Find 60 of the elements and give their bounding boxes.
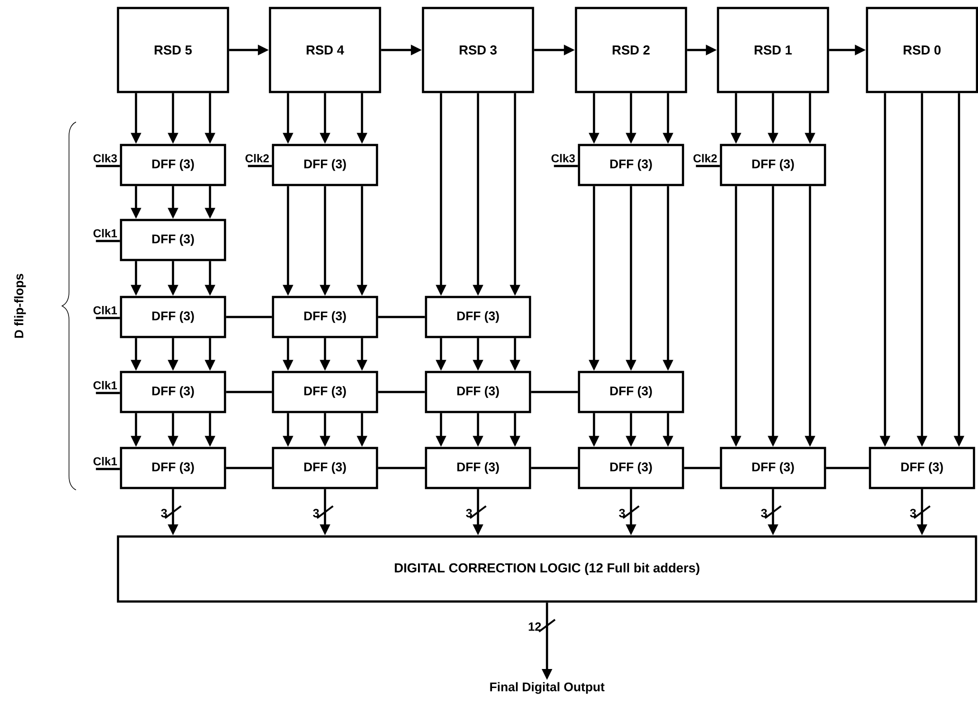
flip-flop-box: DFF (3) — [424, 370, 532, 414]
flip-flop-box: DFF (3) — [272, 446, 378, 490]
connector-line — [226, 390, 272, 394]
flip-flop-box: DFF (3) — [424, 446, 532, 490]
rsd-block: RSD 5 — [116, 6, 230, 94]
connector-line — [226, 466, 272, 470]
flip-flop-box: DFF (3) — [120, 370, 226, 414]
flip-flop-box: DFF (3) — [120, 296, 226, 338]
connector-line — [684, 466, 720, 470]
clock-line — [554, 164, 578, 168]
bus-width-label: 3 — [619, 508, 625, 518]
rsd-block: RSD 0 — [866, 6, 978, 94]
clock-line — [96, 316, 120, 320]
bus-width-label: 3 — [313, 508, 319, 518]
rsd-block: RSD 1 — [716, 6, 830, 94]
clock-line — [696, 164, 720, 168]
bus-width-label: 3 — [910, 508, 916, 518]
connector-line — [226, 316, 272, 318]
connector-line — [378, 390, 425, 394]
clock-label: Clk1 — [93, 380, 117, 390]
flip-flop-box: DFF (3) — [578, 370, 684, 414]
bus-width-label: 3 — [761, 508, 767, 518]
flip-flop-box: DFF (3) — [720, 144, 826, 186]
flip-flop-box: DFF (3) — [120, 144, 226, 186]
flip-flop-box: DFF (3) — [272, 370, 378, 414]
bus-width-label: 3 — [466, 508, 472, 518]
connector-line — [378, 466, 425, 470]
clock-label: Clk3 — [551, 154, 575, 162]
clock-label: Clk1 — [93, 306, 117, 314]
clock-line — [96, 392, 120, 394]
clock-label: Clk2 — [693, 154, 717, 162]
clock-label: Clk1 — [93, 456, 117, 466]
rsd-block: RSD 3 — [422, 6, 534, 94]
rsd-block: RSD 2 — [574, 6, 688, 94]
flip-flop-box: DFF (3) — [868, 446, 976, 490]
clock-label: Clk3 — [93, 154, 117, 162]
clock-line — [96, 164, 120, 168]
connector-line — [531, 390, 578, 394]
flip-flop-box: DFF (3) — [578, 446, 684, 490]
flip-flop-box: DFF (3) — [272, 296, 378, 338]
bus-width-label: 3 — [161, 508, 167, 518]
flip-flop-box: DFF (3) — [720, 446, 826, 490]
output-text: Final Digital Output — [490, 682, 604, 694]
connector-line — [378, 316, 425, 318]
connector-line — [531, 466, 578, 470]
side-label: D flip-flops — [14, 274, 26, 338]
flip-flop-box: DFF (3) — [424, 296, 532, 338]
connector-line — [826, 466, 869, 470]
clock-line — [248, 164, 272, 168]
clock-label: Clk1 — [93, 228, 117, 238]
flip-flop-box: DFF (3) — [120, 218, 226, 262]
clock-line — [96, 468, 120, 470]
flip-flop-box: DFF (3) — [578, 144, 684, 186]
clock-line — [96, 240, 120, 242]
bus-width-label: 12 — [528, 622, 541, 631]
clock-label: Clk2 — [245, 154, 269, 162]
flip-flop-box: DFF (3) — [272, 144, 378, 186]
rsd-block: RSD 4 — [268, 6, 382, 94]
correction-logic-box: DIGITAL CORRECTION LOGIC (12 Full bit adders) — [116, 535, 978, 603]
flip-flop-box: DFF (3) — [120, 446, 226, 490]
